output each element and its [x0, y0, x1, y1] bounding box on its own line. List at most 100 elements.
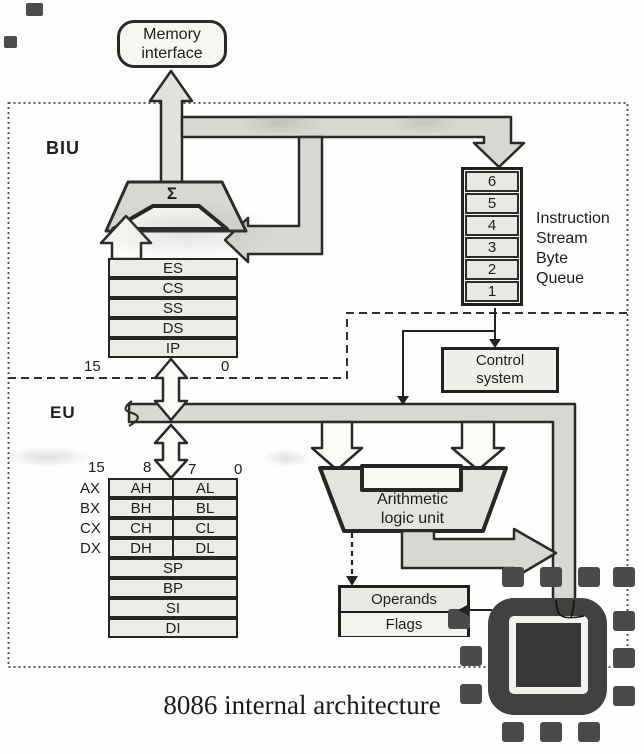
eu-reg-sp: SP [108, 558, 238, 578]
scan-smudge [390, 112, 460, 134]
chip-pin [578, 722, 600, 742]
artifact-square [4, 36, 17, 48]
eu-regname-spacer [80, 618, 108, 638]
queue-label-line1: Instruction [536, 210, 610, 227]
eu-bit0-label: 0 [234, 461, 243, 478]
eu-bit15-label: 15 [88, 459, 105, 476]
eu-reg-si: SI [108, 598, 238, 618]
top-bus-queue-feed-arrow [180, 115, 526, 169]
biu-register-ss: SS [108, 298, 238, 318]
eu-regname-ax: AX [80, 479, 101, 497]
queue-cell-5: 5 [465, 193, 519, 214]
eu-register-row-ax: AX AH AL [80, 478, 238, 498]
eu-regname-spacer [80, 598, 108, 618]
alu-input-arrow-right [450, 420, 506, 472]
queue-cell-4: 4 [465, 215, 519, 236]
eu-register-row-bp: BP [80, 578, 238, 598]
alu-output-arrow [400, 527, 558, 580]
biu-register-ds: DS [108, 318, 238, 338]
diagram-caption: 8086 internal architecture [163, 690, 441, 720]
eu-register-file: AX AH AL BX BH BL CX CH CL DX DH DL [80, 478, 238, 638]
memory-bus-arrow [148, 69, 194, 186]
alu-operands-arrowhead [346, 576, 358, 586]
biu-bus-bidirectional-arrow [153, 357, 189, 422]
eu-reg-ch: CH [130, 519, 152, 537]
eu-reg-ah: AH [130, 479, 152, 497]
queue-cell-2: 2 [465, 259, 519, 280]
eu-regname-spacer [80, 558, 108, 578]
chip-pin [540, 567, 562, 587]
control-bus-arrowhead [397, 396, 409, 405]
queue-control-arrowhead [489, 339, 501, 348]
chip-pin [613, 686, 635, 706]
eu-regpair-bx: BH BL [108, 498, 238, 518]
eu-regname-spacer [80, 578, 108, 598]
eu-regname-dx: DX [80, 539, 101, 557]
eu-register-row-bx: BX BH BL [80, 498, 238, 518]
queue-label-line3: Byte [536, 250, 569, 267]
memory-interface-line2: interface [141, 45, 203, 62]
queue-cell-3: 3 [465, 237, 519, 258]
alu-label-line1: Arithmetic [376, 491, 449, 508]
biu-bit0-label: 0 [221, 358, 230, 375]
chip-pin [578, 567, 600, 587]
control-line2: system [476, 370, 524, 387]
chip-pin [502, 567, 524, 587]
eu-reg-bh: BH [130, 499, 152, 517]
scan-smudge [235, 110, 325, 136]
alu-label: Arithmetic logic unit [330, 490, 495, 528]
register-feed-left-arrow [223, 135, 324, 264]
queue-cell-1: 1 [465, 281, 519, 302]
eu-regpair-cx: CH CL [108, 518, 238, 538]
eu-reg-dl: DL [172, 540, 236, 557]
biu-bit15-label: 15 [84, 358, 101, 375]
memory-interface-box: Memory interface [117, 20, 227, 68]
adder-sigma-symbol: Σ [166, 184, 178, 203]
eu-bit8-label: 8 [143, 459, 152, 476]
chip-pin [540, 722, 562, 742]
memory-interface-line1: Memory [143, 26, 201, 43]
eu-section-label: EU [50, 403, 76, 422]
eu-reg-bl: BL [172, 500, 236, 517]
eu-registers-bidirectional-arrow [153, 423, 189, 480]
artifact-square [26, 3, 43, 16]
outer-dotted-border [7, 102, 629, 668]
address-adder-arch [111, 204, 229, 231]
scan-smudge [95, 200, 275, 262]
eu-reg-di: DI [108, 618, 238, 638]
eu-register-row-si: SI [80, 598, 238, 618]
queue-label-line2: Stream [536, 230, 588, 247]
biu-register-es: ES [108, 258, 238, 278]
eu-bus-break-squiggle [124, 400, 139, 427]
scan-smudge [262, 449, 310, 467]
flags-row: Flags [341, 611, 467, 636]
eu-reg-dh: DH [130, 539, 152, 557]
instruction-queue: 6 5 4 3 2 1 [461, 167, 523, 306]
cpu-chip-die [509, 616, 588, 694]
alu-input-arrow-left [310, 420, 364, 472]
biu-register-cs: CS [108, 278, 238, 298]
control-bus-branch-line [402, 330, 495, 397]
queue-label-line4: Queue [536, 270, 585, 287]
eu-register-row-di: DI [80, 618, 238, 638]
eu-reg-cl: CL [172, 520, 236, 537]
operands-flags-box: Operands Flags [338, 585, 470, 637]
eu-regpair-ax: AH AL [108, 478, 238, 498]
alu-label-line2: logic unit [380, 510, 445, 527]
alu-notch [360, 464, 463, 492]
chip-pin [460, 646, 482, 666]
biu-register-stack: ES CS SS DS IP [108, 258, 238, 358]
eu-bit7-label: 7 [188, 461, 197, 478]
eu-regpair-dx: DH DL [108, 538, 238, 558]
instruction-queue-label: Instruction Stream Byte Queue [536, 209, 636, 289]
chip-pin [448, 609, 470, 629]
chip-pin [460, 684, 482, 704]
eu-register-row-cx: CX CH CL [80, 518, 238, 538]
biu-register-ip: IP [108, 338, 238, 358]
eu-reg-bp: BP [108, 578, 238, 598]
eu-register-row-sp: SP [80, 558, 238, 578]
operands-row: Operands [341, 588, 467, 611]
biu-section-label: BIU [46, 138, 80, 158]
